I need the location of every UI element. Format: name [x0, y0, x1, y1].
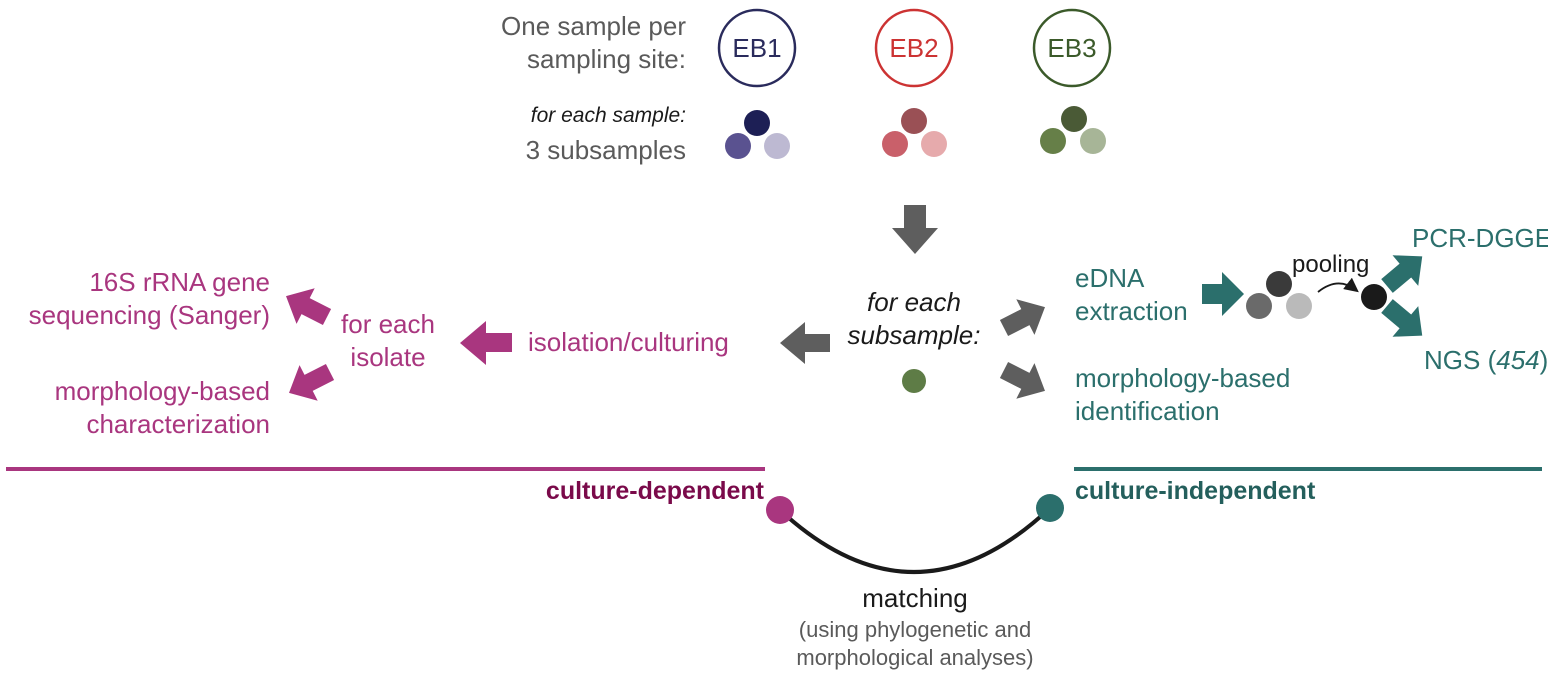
matching-note: (using phylogenetic and morphological an… — [740, 616, 1090, 671]
site-circle-eb1 — [717, 8, 797, 88]
subsample-dot — [921, 131, 947, 157]
subsamples-label: 3 subsamples — [525, 135, 686, 165]
edna-extraction-label: eDNA extraction — [1075, 262, 1188, 327]
sequencing-label: 16S rRNA gene sequencing (Sanger) — [29, 266, 270, 331]
morph-id-line-2: identification — [1075, 395, 1220, 426]
matching-label: matching — [862, 583, 968, 613]
arrow-to-morph-id — [999, 361, 1045, 399]
site-circle-eb3 — [1032, 8, 1112, 88]
arrow-to-pcr-dgge — [1381, 255, 1423, 293]
sample-line-1: One sample per — [501, 11, 686, 41]
subsamples-eb2 — [882, 108, 947, 157]
morph-id-line-1: morphology-based — [1075, 363, 1291, 393]
site-label-eb2: EB2 — [889, 33, 939, 63]
ngs-close-paren: ) — [1539, 345, 1548, 375]
edna-dot — [1286, 293, 1312, 319]
subsample-dot — [744, 110, 770, 136]
isolation-culturing-label: isolation/culturing — [528, 327, 729, 357]
each-isolate-line-2: isolate — [350, 341, 426, 372]
culture-independent-label: culture-independent — [1075, 477, 1316, 505]
ngs-text: NGS ( — [1424, 345, 1497, 375]
morphology-identification-label: morphology-based identification — [1075, 362, 1290, 427]
arrow-to-ngs — [1381, 299, 1423, 337]
pooling-arrow — [1317, 277, 1359, 293]
sample-per-site-label: One sample per sampling site: — [501, 10, 686, 75]
ngs-label: NGS (454) — [1424, 344, 1548, 377]
each-subsample-label: for each subsample: — [834, 286, 994, 351]
culture-dependent-node — [766, 496, 794, 524]
site-circle-eb2 — [874, 8, 954, 88]
each-sample-label: for each sample: — [530, 104, 686, 127]
subsample-dot — [1061, 106, 1087, 132]
site-label-eb1: EB1 — [732, 33, 782, 63]
left-arrow-isolate — [460, 321, 512, 365]
culture-dependent-label: culture-dependent — [545, 477, 764, 505]
center-subsample-dot — [902, 369, 926, 393]
subsample-dot — [1040, 128, 1066, 154]
subsample-dot — [882, 131, 908, 157]
each-isolate-label: for each isolate — [318, 308, 458, 373]
subsample-dot — [1080, 128, 1106, 154]
sequencing-line-1: 16S rRNA gene — [89, 267, 270, 297]
down-arrow — [892, 205, 938, 254]
edna-dot — [1246, 293, 1272, 319]
sample-line-2: sampling site: — [527, 43, 686, 74]
pooling-label: pooling — [1292, 251, 1370, 278]
characterization-line-2: characterization — [86, 408, 270, 439]
pooled-dot — [1361, 284, 1387, 310]
edna-line-2: extraction — [1075, 295, 1188, 326]
matching-note-line-1: (using phylogenetic and — [798, 617, 1032, 642]
each-isolate-line-1: for each — [341, 309, 435, 339]
sequencing-line-2: sequencing (Sanger) — [28, 299, 270, 330]
edna-dots — [1246, 271, 1312, 319]
subsamples-eb1 — [725, 110, 790, 159]
pcr-dgge-label: PCR-DGGE — [1412, 223, 1548, 253]
characterization-label: morphology-based characterization — [55, 375, 270, 440]
left-arrow-isolation — [780, 322, 830, 364]
site-label-eb3: EB3 — [1047, 33, 1097, 63]
culture-independent-node — [1036, 494, 1064, 522]
ngs-number: 454 — [1496, 345, 1540, 375]
arrow-to-characterization — [289, 363, 335, 401]
arrow-to-sequencing — [286, 288, 332, 326]
edna-dot — [1266, 271, 1292, 297]
each-subsample-line-1: for each — [867, 287, 961, 317]
each-subsample-line-2: subsample: — [847, 319, 981, 350]
subsample-dot — [764, 133, 790, 159]
matching-arc — [778, 506, 1052, 574]
characterization-line-1: morphology-based — [54, 376, 270, 406]
edna-line-1: eDNA — [1075, 263, 1145, 293]
matching-note-line-2: morphological analyses) — [796, 644, 1034, 670]
arrow-to-extraction-dots — [1202, 272, 1244, 316]
subsamples-eb3 — [1040, 106, 1106, 154]
subsample-dot — [901, 108, 927, 134]
arrow-to-edna — [999, 299, 1045, 337]
subsample-dot — [725, 133, 751, 159]
